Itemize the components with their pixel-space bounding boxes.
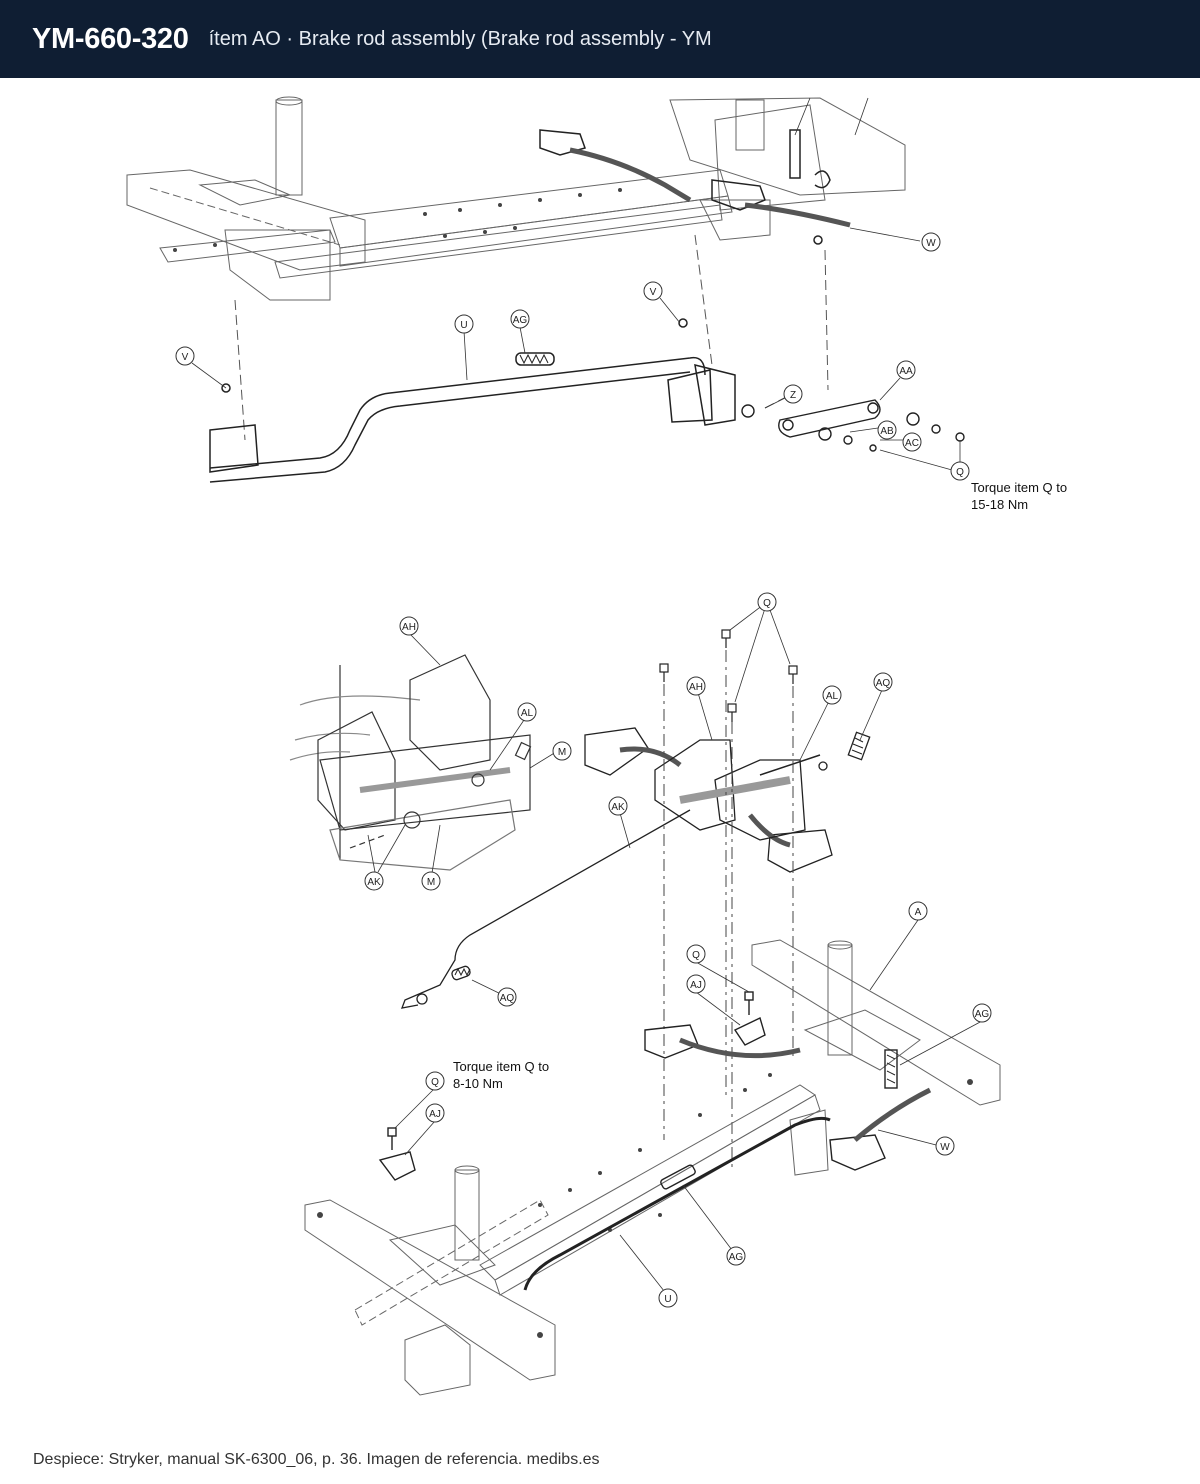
callout-bubble: AG [726,1246,746,1266]
header-bar: YM-660-320 ítem AO · Brake rod assembly … [0,0,1200,78]
callout-label: AK [611,802,625,813]
callout-bubble: U [658,1288,678,1308]
callout-label: Z [790,390,796,401]
callout-label: AC [905,438,919,449]
callout-label: AH [689,682,703,693]
callout-label: AA [899,366,913,377]
callout-label: V [650,287,657,298]
torque-note-2: Torque item Q to 8-10 Nm [453,1059,549,1091]
top-linkage [741,399,965,452]
callout-label: U [460,320,467,331]
top-frame-assembly [126,96,906,301]
callout-bubble: AA [896,360,916,380]
callout-bubble: AG [510,309,530,329]
pedal-guide-lines [663,650,794,1170]
callout-label: AL [521,708,534,719]
source-footer: Despiece: Stryker, manual SK-6300_06, p.… [33,1451,600,1468]
detail-inset [289,654,532,871]
callout-label: Q [692,950,700,961]
callout-bubble: M [552,741,572,761]
callout-bubble: AH [399,616,419,636]
torque-note-line: 15-18 Nm [971,497,1028,512]
callout-label: W [926,238,936,249]
callout-label: Q [956,467,964,478]
callout-label: AL [826,691,839,702]
callout-label: AB [880,426,894,437]
callout-bubble: AQ [497,987,517,1007]
callout-label: AH [402,622,416,633]
long-rod-ak [400,809,691,1009]
callout-bubble: AG [972,1003,992,1023]
top-guide-lines [234,234,829,441]
callout-bubble: AH [686,676,706,696]
callout-bubble: Q [686,944,706,964]
lower-leader-lines [394,919,983,1297]
callout-bubble: A [908,901,928,921]
torque-note-line: Torque item Q to [971,480,1067,495]
callout-label: U [664,1294,671,1305]
part-code: YM-660-320 [32,22,189,55]
callout-bubble: AB [877,420,897,440]
callout-bubble: U [454,314,474,334]
torque-note-1: Torque item Q to 15-18 Nm [971,480,1067,512]
torque-note-line: Torque item Q to [453,1059,549,1074]
top-brake-rod [209,318,736,483]
callout-label: Q [763,598,771,609]
top-bolts [659,629,798,722]
callout-label: W [940,1142,950,1153]
callout-label: AG [975,1009,990,1020]
callout-bubble: AL [517,702,537,722]
callout-label: AK [367,877,381,888]
callout-bubble: V [175,346,195,366]
callout-bubble: AK [608,796,628,816]
callout-bubble: W [921,232,941,252]
callout-label: AQ [500,993,515,1004]
callouts: W V V U AG AA Z AB AC Q AH AL M AK M Q A… [175,232,992,1308]
callout-bubble: Q [950,461,970,481]
lower-rod-and-pedals [378,991,932,1291]
top-pedals [539,129,851,245]
callout-bubble: AC [902,432,922,452]
callout-label: M [558,747,566,758]
pedal-leader-lines [471,601,883,998]
callout-label: M [427,877,435,888]
callout-bubble: W [935,1136,955,1156]
callout-bubble: V [643,281,663,301]
top-leader-lines [191,97,961,471]
callout-bubble: Z [783,384,803,404]
callout-bubble: AL [822,685,842,705]
part-title: ítem AO · Brake rod assembly (Brake rod … [208,27,712,50]
callout-bubble: Q [425,1071,445,1091]
callout-label: Q [431,1077,439,1088]
callout-label: AG [513,315,528,326]
callout-label: AJ [690,980,702,991]
callout-bubble: M [421,871,441,891]
pedal-assembly [584,727,871,873]
exploded-diagram: W V V U AG AA Z AB AC Q AH AL M AK M Q A… [0,78,1200,1438]
callout-bubble: Q [757,592,777,612]
lower-frame [304,939,1001,1396]
callout-bubble: AJ [425,1103,445,1123]
callout-label: AJ [429,1109,441,1120]
callout-bubble: AK [364,871,384,891]
torque-note-line: 8-10 Nm [453,1076,503,1091]
callout-bubble: AJ [686,974,706,994]
callout-label: V [182,352,189,363]
callout-label: AG [729,1252,744,1263]
callout-label: AQ [876,678,891,689]
callout-label: A [915,907,922,918]
inset-leader-lines [367,633,557,874]
callout-bubble: AQ [873,672,893,692]
